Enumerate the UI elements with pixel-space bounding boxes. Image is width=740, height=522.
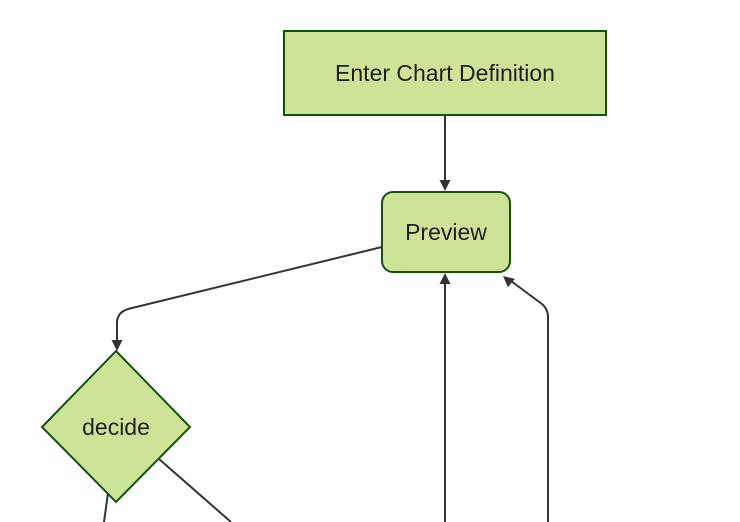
arrowhead-bottomright-to-preview xyxy=(503,276,515,288)
edge-preview-to-decide xyxy=(116,246,383,341)
node-decide: decide xyxy=(40,349,192,504)
node-enter-chart-definition: Enter Chart Definition xyxy=(283,30,607,116)
node-preview: Preview xyxy=(381,191,511,273)
node-decide-shape xyxy=(40,349,192,504)
arrowhead-enter-to-preview xyxy=(439,180,451,191)
arrowhead-preview-to-decide xyxy=(111,340,123,351)
node-enter-chart-definition-label: Enter Chart Definition xyxy=(335,60,555,86)
node-preview-label: Preview xyxy=(405,219,487,245)
node-enter-chart-definition-shape xyxy=(283,30,607,116)
node-decide-label: decide xyxy=(82,414,150,440)
edge-decide-to-bottomright xyxy=(158,458,232,522)
edge-decide-to-bottomleft xyxy=(103,492,109,522)
node-preview-shape xyxy=(381,191,511,273)
arrowhead-bottom-to-preview xyxy=(439,273,451,284)
edge-bottomright-to-preview xyxy=(510,280,549,522)
